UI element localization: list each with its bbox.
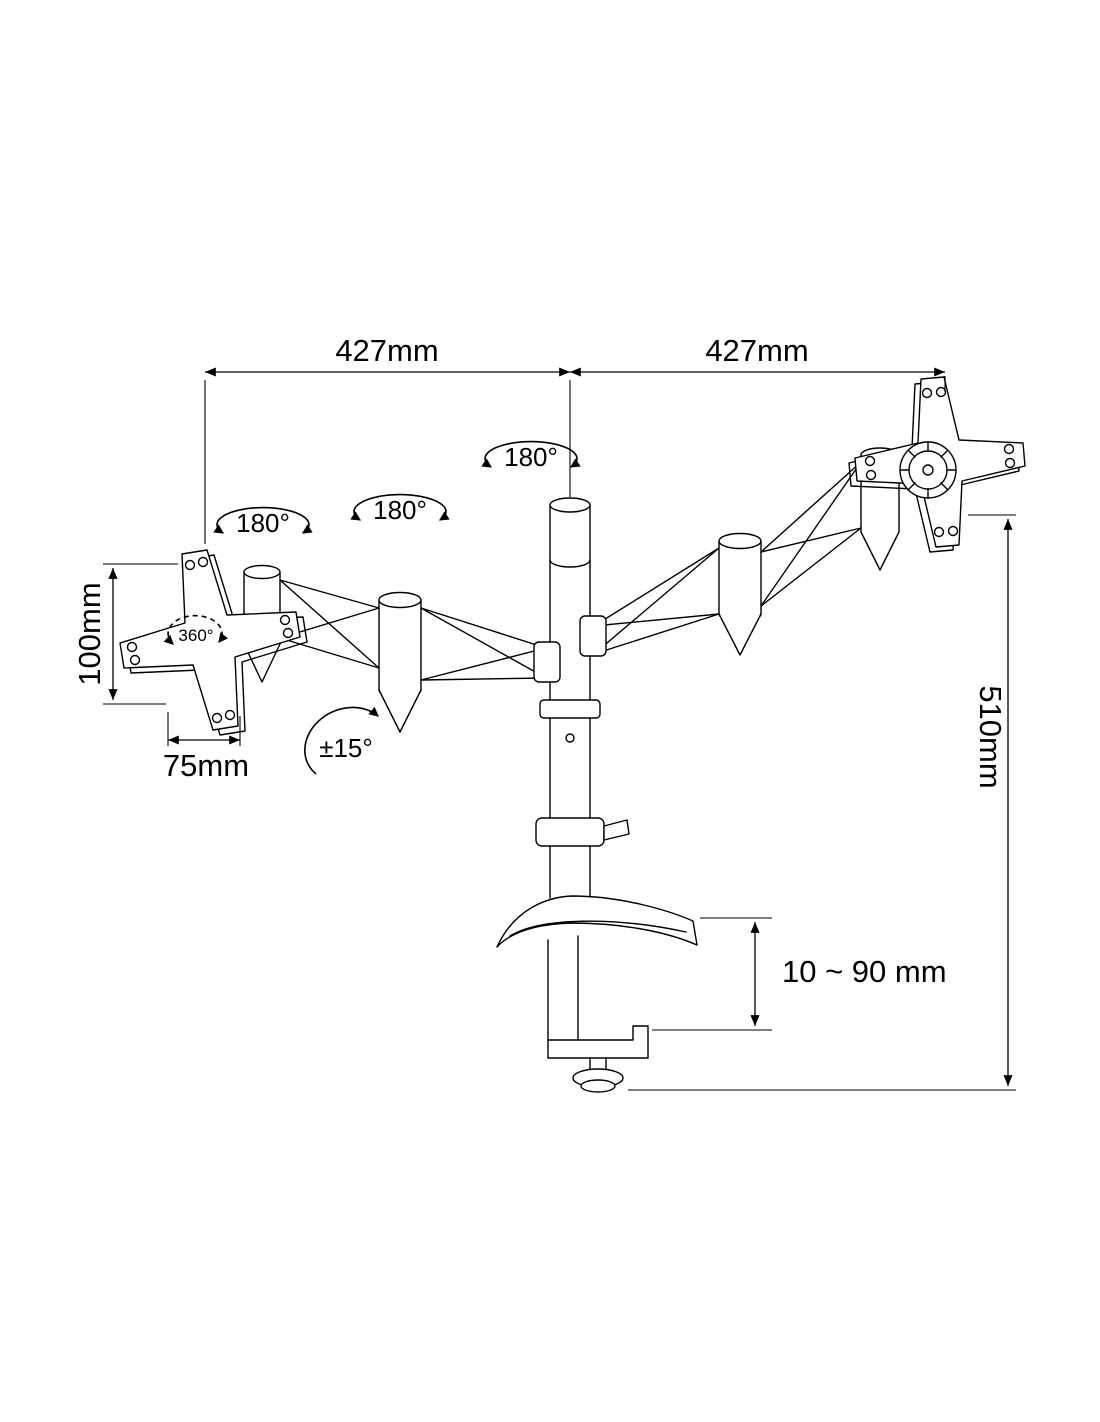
- dim-label-span-right: 427mm: [705, 333, 808, 368]
- dim-label-clamp-range: 10 ~ 90 mm: [782, 954, 947, 989]
- dimension-vesa-width: 75mm: [163, 712, 249, 783]
- dim-label-vesa-height: 100mm: [72, 582, 107, 685]
- dim-label-column-height: 510mm: [973, 685, 1008, 788]
- arm-left-segment-inner: [420, 607, 547, 681]
- swivel-indicator-1: 180°: [213, 506, 313, 538]
- clamp-screw-knob: [572, 1057, 624, 1093]
- pole-arm-collars: [533, 615, 630, 847]
- elbow-joint-right: [718, 532, 762, 656]
- rotation-indicators: 180° 180° 180° 360° ±15°: [163, 440, 581, 775]
- arm-right-segment-outer: [760, 461, 862, 607]
- vesa-rotation-disc: [899, 441, 957, 499]
- swivel-indicator-2: 180°: [350, 493, 450, 525]
- dimension-annotations: 427mm 427mm 100mm 75mm 510mm: [72, 333, 1016, 1091]
- dim-label-span-left: 427mm: [335, 333, 438, 368]
- arm-right-segment-inner: [593, 547, 720, 655]
- dimension-vesa-height: 100mm: [72, 563, 178, 705]
- tilt-indicator: ±15°: [304, 706, 379, 775]
- dimension-top-spans: 427mm 427mm: [204, 333, 946, 544]
- desk-clamp: [496, 895, 698, 1093]
- swivel-label-2: 180°: [373, 495, 427, 525]
- swivel-label-3: 180°: [504, 442, 558, 472]
- tilt-label: ±15°: [319, 733, 373, 763]
- dimension-clamp-range: 10 ~ 90 mm: [652, 917, 947, 1031]
- elbow-joint-left: [378, 591, 422, 733]
- dimension-column-height: 510mm: [628, 514, 1016, 1091]
- vesa-rotation-indicator: 360°: [163, 614, 228, 645]
- vesa-plate-right: [848, 376, 1026, 553]
- vesa-rotation-label: 360°: [178, 626, 213, 645]
- swivel-label-1: 180°: [236, 508, 290, 538]
- swivel-indicator-3: 180°: [481, 440, 581, 472]
- dim-label-vesa-width: 75mm: [163, 748, 249, 783]
